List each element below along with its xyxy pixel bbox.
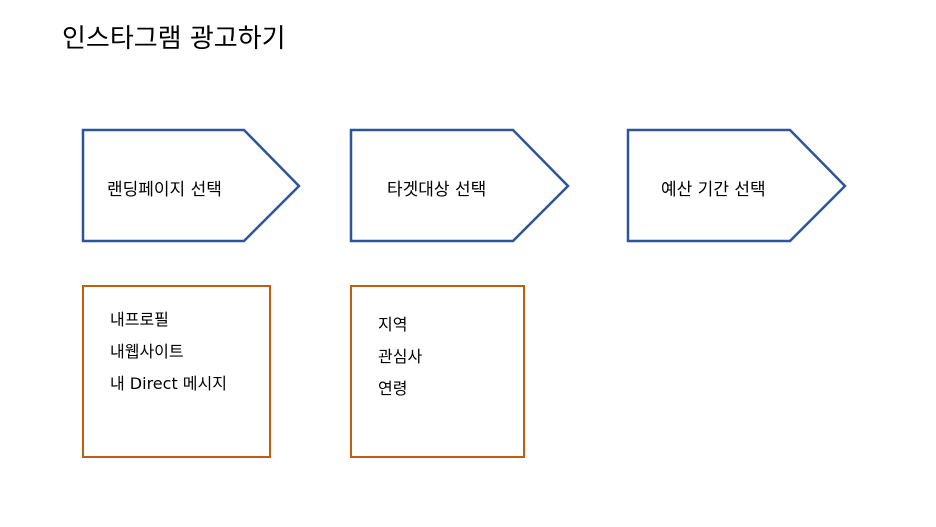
page-title: 인스타그램 광고하기 xyxy=(62,24,286,54)
detail-box-landing-options: 내프로필 내웹사이트 내 Direct 메시지 xyxy=(82,285,271,458)
step-arrow-shape xyxy=(81,128,301,243)
detail-list: 지역 관심사 연령 xyxy=(378,309,422,405)
step-label: 예산 기간 선택 xyxy=(661,180,766,200)
step-arrow-shape xyxy=(349,128,570,243)
step-landing-page: 랜딩페이지 선택 xyxy=(81,128,306,246)
step-arrow-shape xyxy=(626,128,847,243)
list-item: 지역 xyxy=(378,315,408,334)
step-budget-period: 예산 기간 선택 xyxy=(626,128,851,246)
step-label: 타겟대상 선택 xyxy=(387,180,487,200)
step-label: 랜딩페이지 선택 xyxy=(107,180,222,200)
list-item: 내프로필 xyxy=(110,310,169,329)
list-item: 관심사 xyxy=(378,347,423,366)
list-item: 내웹사이트 xyxy=(110,342,184,361)
step-target-audience: 타겟대상 선택 xyxy=(349,128,574,246)
detail-box-target-options: 지역 관심사 연령 xyxy=(350,285,525,458)
detail-list: 내프로필 내웹사이트 내 Direct 메시지 xyxy=(110,304,227,400)
list-item: 내 Direct 메시지 xyxy=(110,374,227,393)
list-item: 연령 xyxy=(378,379,408,398)
